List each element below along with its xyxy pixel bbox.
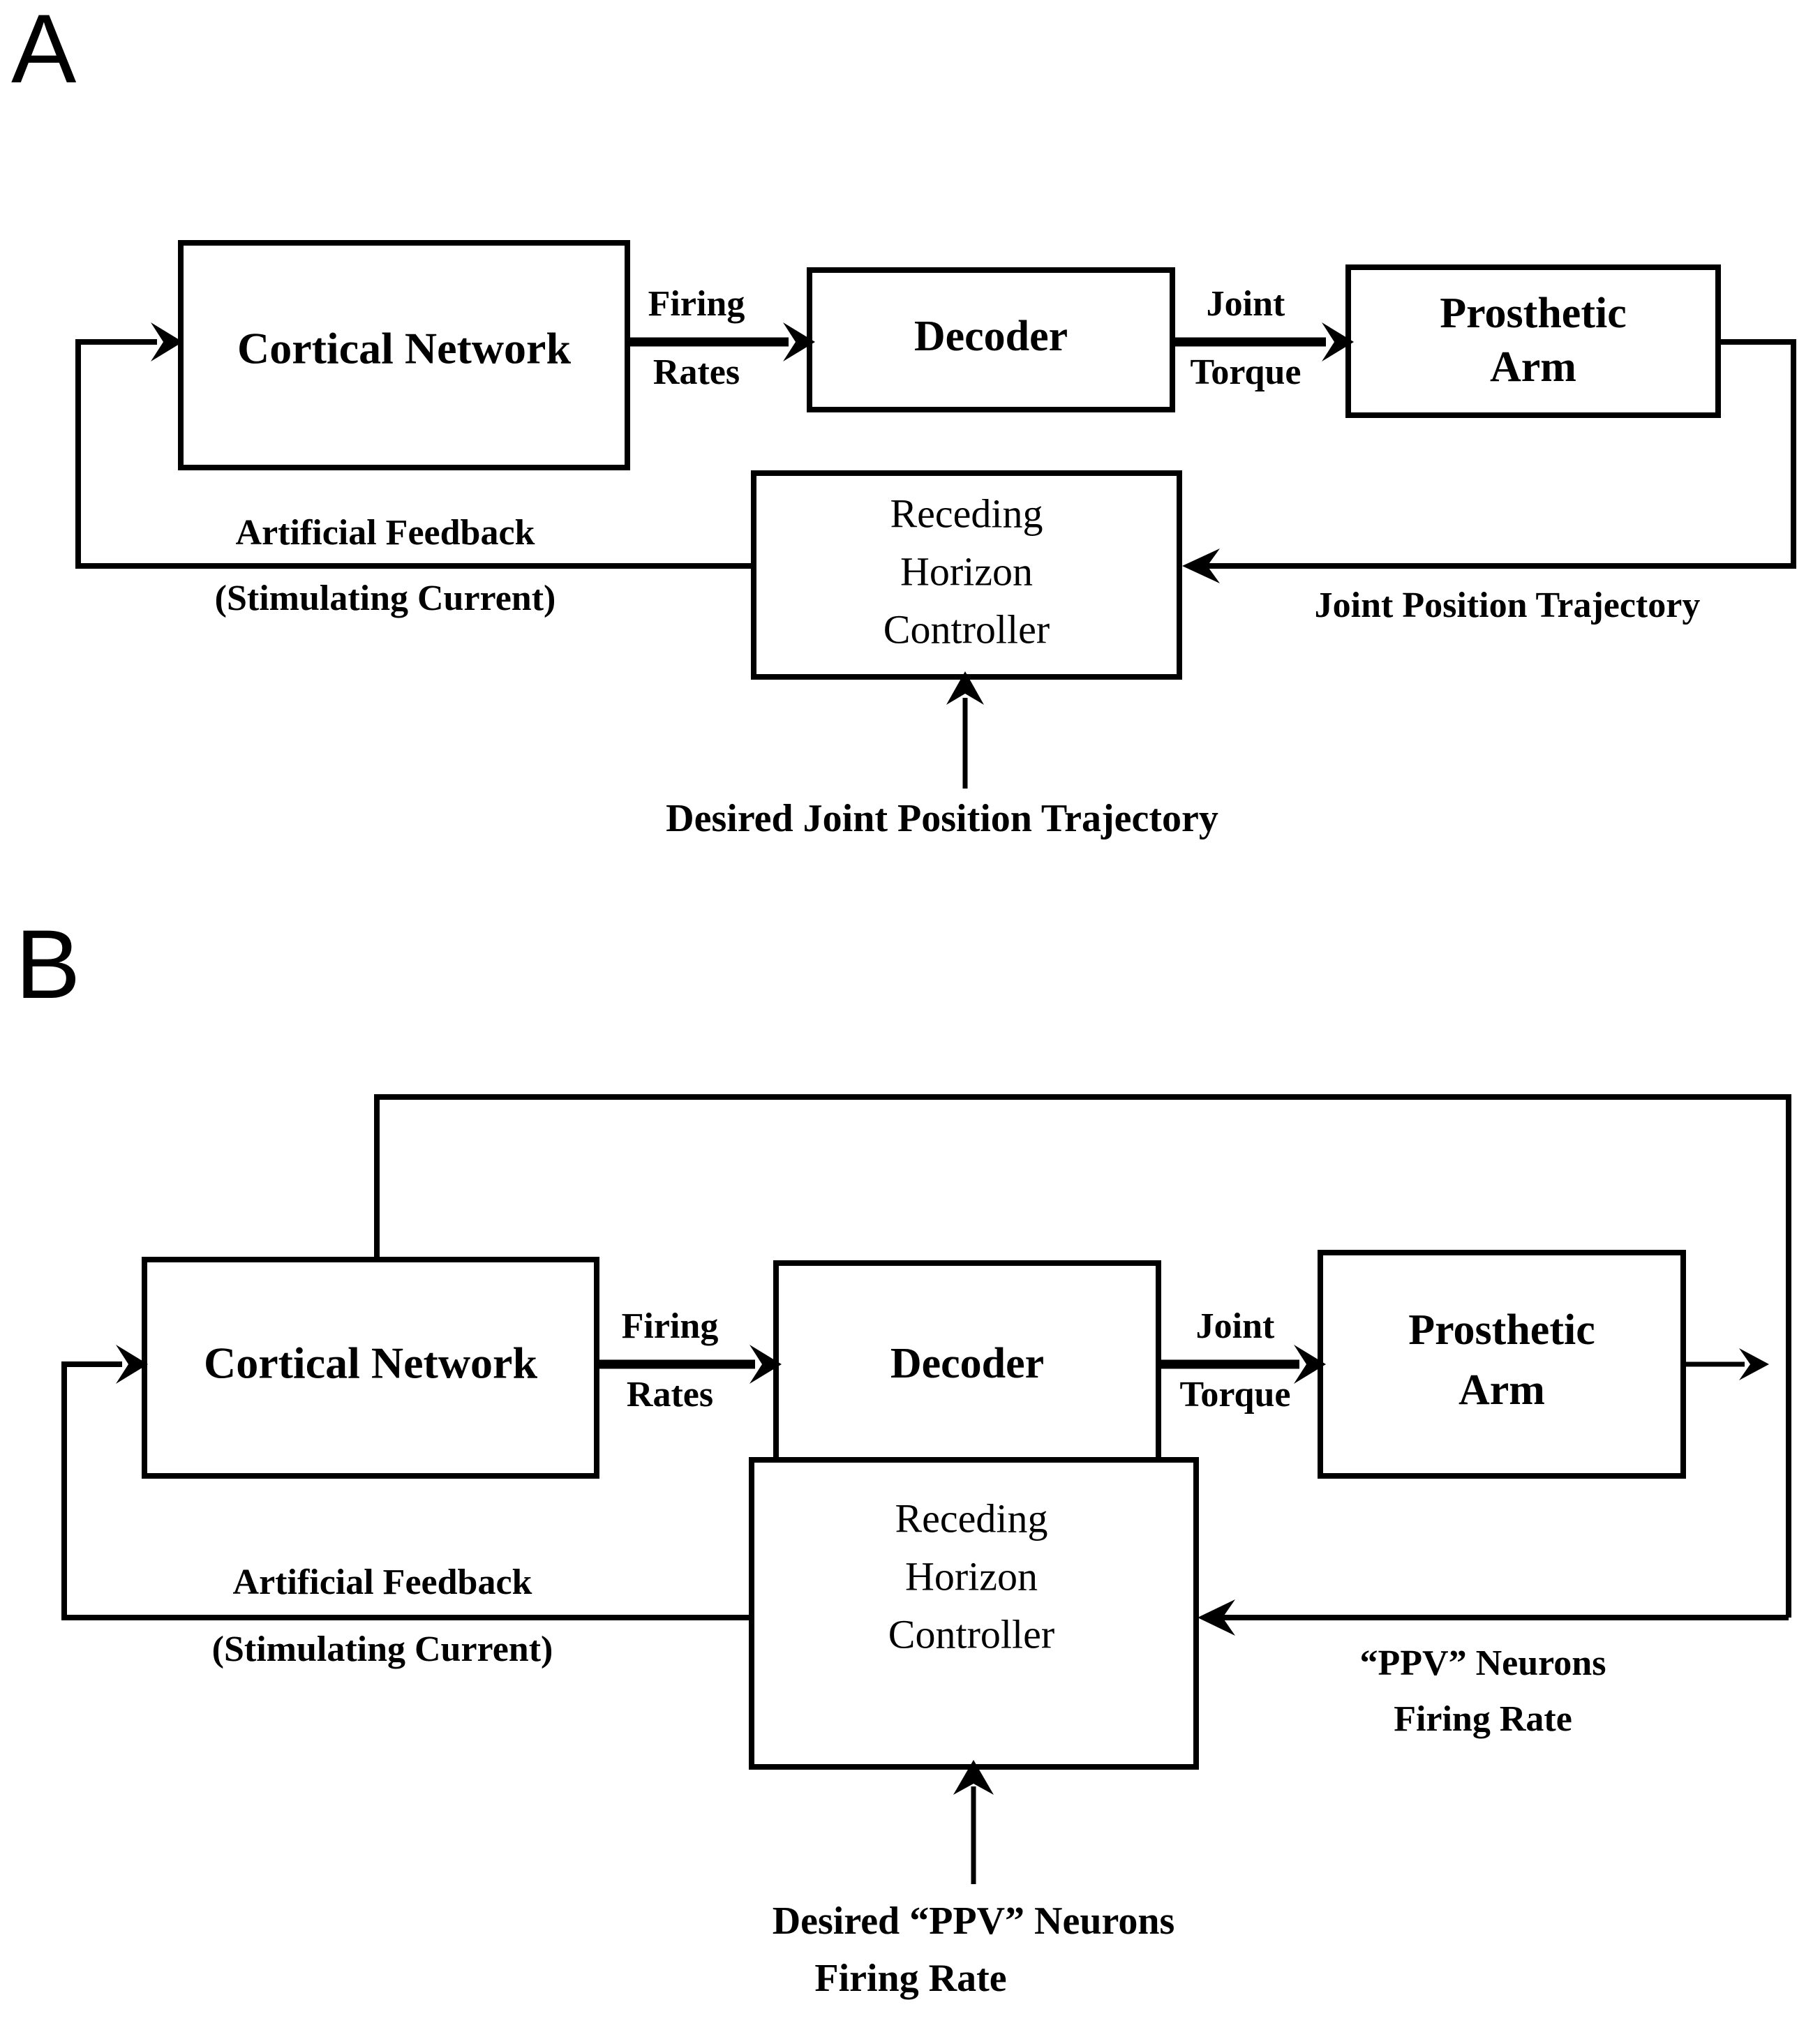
panel-b-controller-label-line2: Horizon	[905, 1553, 1038, 1599]
panel-b-prosthetic-arm-label-line1: Prosthetic	[1408, 1306, 1595, 1354]
panel-a-firing-rates-line1: Firing	[648, 284, 745, 324]
panel-a-edge-arm-to-controller	[1202, 339, 1796, 569]
panel-a-arrow-cn-to-decoder	[783, 322, 815, 361]
panel-a-controller-label-line1: Receding	[890, 491, 1043, 536]
panel-b: B Cortical Network Decoder Prosthetic Ar…	[15, 909, 1791, 2000]
panel-a-decoder-label: Decoder	[914, 313, 1068, 360]
panel-b-ppv-firing-rate-line2: Firing Rate	[1394, 1699, 1572, 1739]
panel-b-artificial-feedback-line2: (Stimulating Current)	[212, 1629, 553, 1669]
panel-b-arrow-decoder-to-arm	[1294, 1345, 1326, 1384]
panel-b-firing-rates-line1: Firing	[622, 1306, 719, 1346]
panel-b-cortical-network-box	[142, 1257, 599, 1479]
panel-b-controller-box	[749, 1457, 1199, 1770]
panel-a-artificial-feedback-line2: (Stimulating Current)	[215, 578, 556, 618]
panel-a-firing-rates-line2: Rates	[653, 352, 740, 392]
panel-b-desired-ppv-label-line2: Firing Rate	[814, 1957, 1006, 2000]
panel-b-arrow-reference-input	[953, 1760, 994, 1795]
panel-b-controller-label-line3: Controller	[888, 1611, 1054, 1657]
panel-a-controller-label-line2: Horizon	[900, 548, 1033, 594]
panel-b-arrow-controller-to-cn	[116, 1345, 148, 1384]
panel-a-prosthetic-arm-label-line1: Prosthetic	[1440, 290, 1626, 337]
panel-b-decoder-box	[773, 1260, 1161, 1475]
panel-b-prosthetic-arm-label-line2: Arm	[1459, 1366, 1545, 1414]
panel-b-edge-controller-to-cn	[61, 1361, 752, 1620]
panel-a-joint-torque-line1: Joint	[1207, 284, 1285, 324]
panel-a-desired-trajectory-label: Desired Joint Position Trajectory	[666, 797, 1218, 840]
panel-b-decoder-label: Decoder	[890, 1340, 1044, 1387]
panel-b-firing-rates-line2: Rates	[627, 1375, 713, 1414]
panel-b-joint-torque-line2: Torque	[1180, 1375, 1291, 1414]
panel-a-arrow-reference-input	[946, 671, 984, 705]
panel-a-arrow-decoder-to-arm	[1322, 322, 1354, 361]
panel-a-joint-position-trajectory-label: Joint Position Trajectory	[1315, 585, 1701, 625]
panel-b-artificial-feedback-line1: Artificial Feedback	[233, 1562, 532, 1602]
panel-b-edge-outer-loop	[374, 1094, 1791, 1618]
panel-b-arrow-arm-output	[1739, 1348, 1769, 1380]
panel-a-controller-label-line3: Controller	[883, 606, 1050, 652]
panel-b-letter: B	[15, 909, 80, 1019]
panel-a-cortical-network-label: Cortical Network	[237, 324, 571, 373]
panel-a-arrow-arm-to-controller	[1182, 548, 1220, 583]
panel-b-cortical-network-label: Cortical Network	[204, 1338, 537, 1388]
panel-a-cortical-network-box	[178, 240, 630, 470]
panel-a-joint-torque-line2: Torque	[1191, 352, 1301, 392]
panel-a-artificial-feedback-line1: Artificial Feedback	[236, 513, 535, 553]
panel-b-desired-ppv-label-line1: Desired “PPV” Neurons	[773, 1899, 1175, 1943]
panel-b-arrow-cn-to-decoder	[749, 1345, 782, 1384]
panel-b-arrow-loop-to-controller	[1198, 1599, 1235, 1636]
panel-b-ppv-firing-rate-line1: “PPV” Neurons	[1360, 1643, 1606, 1683]
panel-b-prosthetic-arm-box	[1318, 1250, 1686, 1479]
panel-a-controller-box	[751, 470, 1182, 680]
panel-a-arrow-controller-to-cn	[151, 322, 183, 361]
panel-a-letter: A	[11, 0, 77, 103]
panel-a-edge-controller-to-cn	[75, 339, 754, 569]
panel-a-decoder-box	[807, 267, 1175, 412]
panel-a-prosthetic-arm-box	[1345, 264, 1721, 418]
panel-b-controller-label-line1: Receding	[895, 1495, 1047, 1541]
panel-a: A Cortical Network Decoder Prosthetic Ar…	[11, 0, 1796, 840]
panel-b-joint-torque-line1: Joint	[1196, 1306, 1275, 1346]
panel-a-prosthetic-arm-label-line2: Arm	[1490, 343, 1576, 391]
